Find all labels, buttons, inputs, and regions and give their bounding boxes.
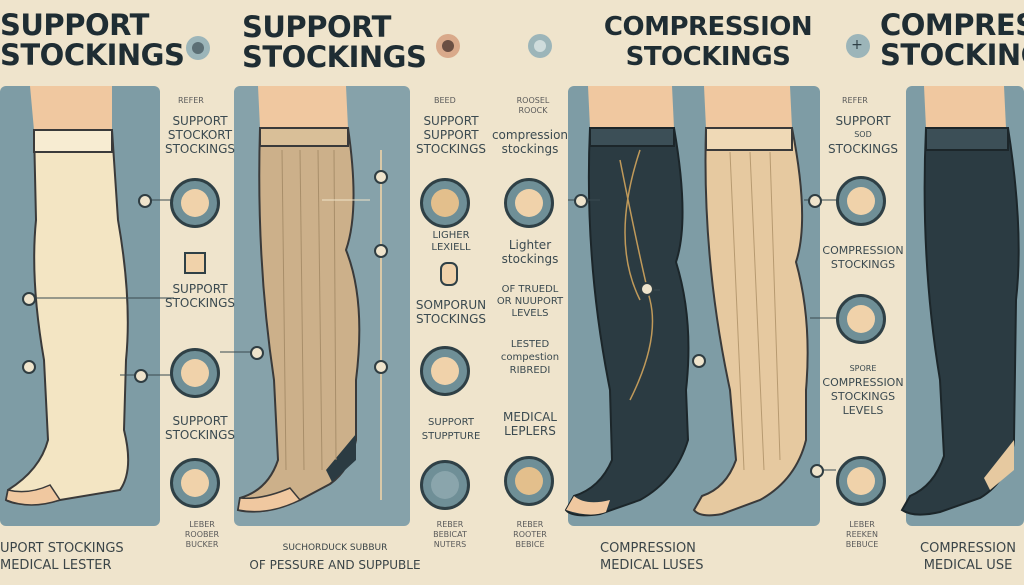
marker-dot	[810, 464, 824, 478]
label: REFER	[842, 96, 868, 105]
marker-dot	[692, 354, 706, 368]
leg-square-icon	[184, 252, 206, 274]
title-compression-2: COMPRESSTOCKING	[880, 8, 1024, 72]
light-compression-stocking	[692, 86, 809, 517]
dark-compression-stocking	[564, 86, 690, 517]
marker-dot	[374, 244, 388, 258]
marker-dot	[808, 194, 822, 208]
knee-brace-icon	[170, 348, 220, 398]
dark-compression-stocking-right	[900, 86, 1020, 516]
cream-support-stocking	[4, 86, 130, 506]
target-icon	[504, 456, 554, 506]
label: REFER	[178, 96, 204, 105]
marker-dot	[134, 369, 148, 383]
marker-dot	[22, 292, 36, 306]
marker-dot	[574, 194, 588, 208]
marker-dot	[250, 346, 264, 360]
foot-icon	[836, 456, 886, 506]
foot-icon	[170, 458, 220, 508]
oval-icon	[440, 262, 458, 286]
top-circle-icon-3	[528, 34, 552, 58]
beige-support-stocking	[236, 86, 361, 513]
leg-icon	[170, 178, 220, 228]
foot-icon	[420, 460, 470, 510]
marker-dot	[640, 282, 654, 296]
label: BEED	[434, 96, 456, 105]
leg-icon	[836, 176, 886, 226]
marker-dot	[374, 360, 388, 374]
marker-dot	[138, 194, 152, 208]
marker-dot	[374, 170, 388, 184]
cross-icon: +	[846, 34, 870, 58]
leg-icon	[504, 178, 554, 228]
top-circle-icon-1	[186, 36, 210, 60]
knee-brace-icon	[420, 346, 470, 396]
marker-dot	[22, 360, 36, 374]
top-circle-icon-2	[436, 34, 460, 58]
knee-brace-icon	[836, 294, 886, 344]
target-icon	[420, 178, 470, 228]
